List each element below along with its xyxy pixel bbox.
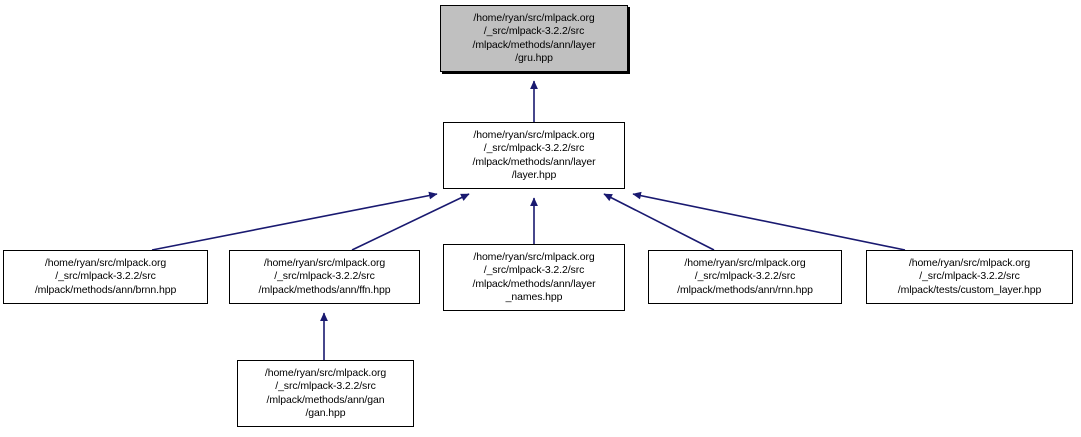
edge-brnn-to-layer: [151, 191, 438, 251]
node-label: /home/ryan/src/mlpack.org /_src/mlpack-3…: [472, 128, 596, 181]
node-rnn-hpp[interactable]: /home/ryan/src/mlpack.org /_src/mlpack-3…: [648, 250, 842, 304]
node-label: /home/ryan/src/mlpack.org /_src/mlpack-3…: [264, 366, 387, 419]
node-gru-hpp[interactable]: /home/ryan/src/mlpack.org /_src/mlpack-3…: [440, 5, 628, 72]
node-layer-hpp[interactable]: /home/ryan/src/mlpack.org /_src/mlpack-3…: [443, 122, 625, 189]
edge-ffn-to-layer: [351, 193, 470, 251]
node-brnn-hpp[interactable]: /home/ryan/src/mlpack.org /_src/mlpack-3…: [3, 250, 208, 304]
node-custom-layer-hpp[interactable]: /home/ryan/src/mlpack.org /_src/mlpack-3…: [866, 250, 1073, 304]
node-label: /home/ryan/src/mlpack.org /_src/mlpack-3…: [472, 250, 596, 303]
node-layer-names-hpp[interactable]: /home/ryan/src/mlpack.org /_src/mlpack-3…: [443, 244, 625, 311]
node-ffn-hpp[interactable]: /home/ryan/src/mlpack.org /_src/mlpack-3…: [229, 250, 420, 304]
node-label: /home/ryan/src/mlpack.org /_src/mlpack-3…: [897, 256, 1042, 296]
node-label: /home/ryan/src/mlpack.org /_src/mlpack-3…: [258, 256, 391, 296]
node-label: /home/ryan/src/mlpack.org /_src/mlpack-3…: [677, 256, 813, 296]
edge-rnn-to-layer: [603, 193, 715, 251]
node-label: /home/ryan/src/mlpack.org /_src/mlpack-3…: [34, 256, 177, 296]
node-label: /home/ryan/src/mlpack.org /_src/mlpack-3…: [472, 11, 596, 64]
edge-custom-layer-to-layer: [632, 191, 906, 251]
node-gan-hpp[interactable]: /home/ryan/src/mlpack.org /_src/mlpack-3…: [237, 360, 414, 427]
